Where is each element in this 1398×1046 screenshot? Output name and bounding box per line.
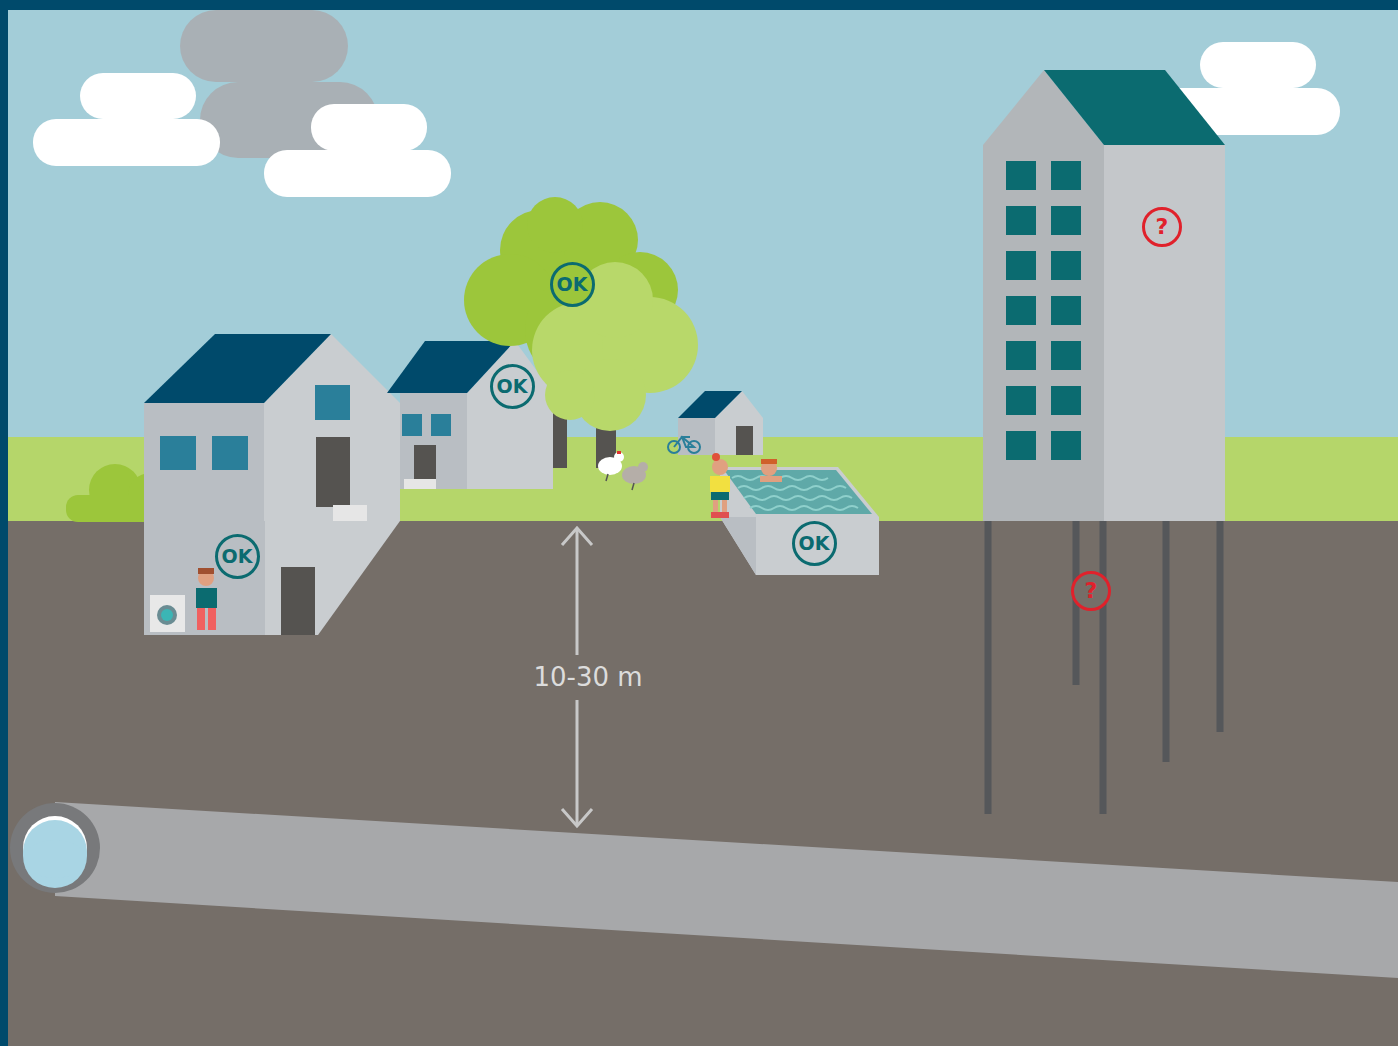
ok-badge: OK bbox=[550, 262, 595, 307]
badge-text: ? bbox=[1085, 580, 1098, 602]
ok-badge: OK bbox=[792, 521, 837, 566]
badge-text: ? bbox=[1156, 216, 1169, 238]
apartment-building bbox=[983, 70, 1225, 814]
badge-text: OK bbox=[799, 534, 830, 553]
depth-dimension: 10-30 m bbox=[529, 660, 646, 694]
ok-badge: OK bbox=[490, 364, 535, 409]
question-badge: ? bbox=[1071, 571, 1111, 611]
house bbox=[144, 334, 400, 635]
tree bbox=[464, 197, 698, 468]
tunnel bbox=[10, 802, 1398, 978]
house bbox=[387, 341, 553, 489]
bicycle bbox=[668, 437, 700, 453]
badge-text: OK bbox=[497, 377, 528, 396]
chickens bbox=[598, 451, 648, 490]
badge-text: OK bbox=[222, 547, 253, 566]
badge-text: OK bbox=[557, 275, 588, 294]
pool bbox=[710, 453, 879, 575]
ok-badge: OK bbox=[215, 534, 260, 579]
question-badge: ? bbox=[1142, 207, 1182, 247]
